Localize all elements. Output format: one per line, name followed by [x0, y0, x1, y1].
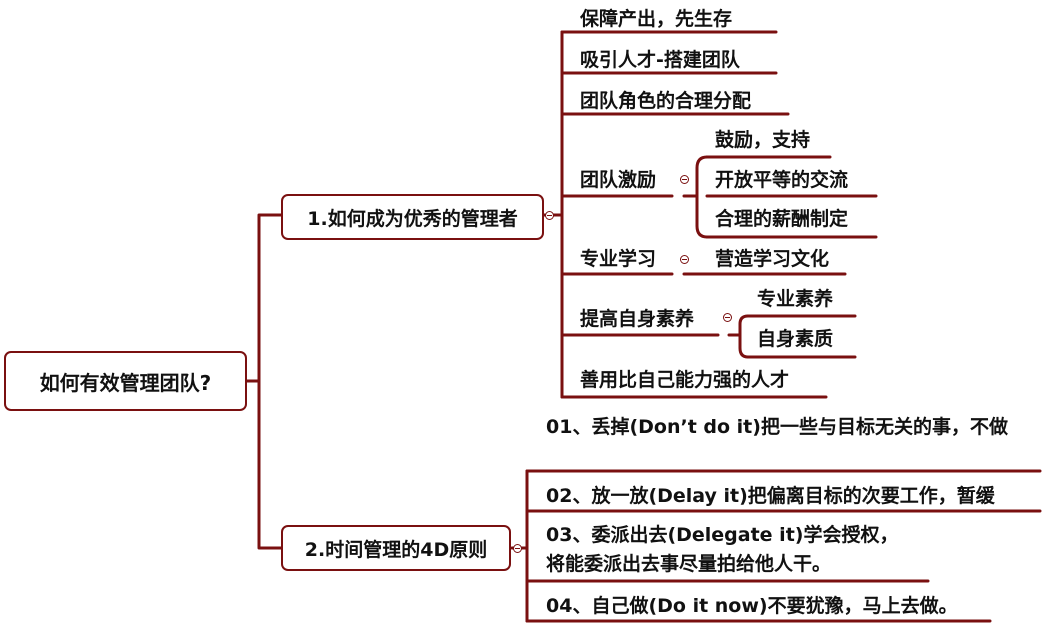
topic-capable-talent[interactable]: 善用比自己能力强的人才	[580, 369, 790, 391]
collapse-toggle-icon[interactable]	[545, 211, 554, 220]
topic-open-communication[interactable]: 开放平等的交流	[715, 169, 849, 191]
collapse-toggle-icon[interactable]	[723, 313, 732, 322]
branch-topic-time-management[interactable]: 2.时间管理的4D原则	[281, 525, 511, 571]
topic-self-improvement[interactable]: 提高自身素养	[580, 308, 695, 330]
branch1-underlines	[560, 30, 828, 399]
topic-do-it-now[interactable]: 04、自己做(Do it now)不要犹豫，马上去做。	[546, 595, 958, 617]
branch-topic-manager[interactable]: 1.如何成为优秀的管理者	[281, 194, 544, 240]
branch2-underlines	[525, 469, 1042, 623]
topic-drop-it[interactable]: 01、丢掉(Don’t do it)把一些与目标无关的事，不做	[546, 416, 1008, 438]
topic-encourage[interactable]: 鼓励，支持	[715, 129, 811, 151]
self-quality-underlines	[746, 314, 857, 359]
trunk-connector	[244, 213, 284, 550]
topic-salary[interactable]: 合理的薪酬制定	[715, 208, 849, 230]
root-topic[interactable]: 如何有效管理团队?	[4, 351, 247, 411]
collapse-toggle-icon[interactable]	[680, 175, 689, 184]
topic-team-roles[interactable]: 团队角色的合理分配	[580, 90, 752, 112]
self-quality-bracket	[727, 314, 750, 359]
topic-professional-quality[interactable]: 专业素养	[757, 288, 834, 310]
branch-topic-time-label: 2.时间管理的4D原则	[304, 538, 488, 561]
collapse-toggle-icon[interactable]	[680, 255, 689, 264]
branch-topic-manager-label: 1.如何成为优秀的管理者	[307, 207, 518, 230]
team-incentive-underlines	[705, 155, 878, 239]
topic-professional-study[interactable]: 专业学习	[580, 248, 657, 270]
topic-personal-quality[interactable]: 自身素质	[757, 328, 834, 350]
topic-team-incentive[interactable]: 团队激励	[580, 169, 657, 191]
topic-ensure-output[interactable]: 保障产出，先生存	[580, 8, 733, 30]
topic-learning-culture[interactable]: 营造学习文化	[715, 248, 830, 270]
collapse-toggle-icon[interactable]	[513, 544, 522, 553]
topic-delegate-it[interactable]: 03、委派出去(Delegate it)学会授权，将能委派出去事尽量拍给他人干。	[546, 524, 899, 575]
topic-delay-it[interactable]: 02、放一放(Delay it)把偏离目标的次要工作，暂缓	[546, 485, 995, 507]
topic-attract-talent[interactable]: 吸引人才-搭建团队	[580, 49, 740, 71]
team-incentive-bracket	[682, 155, 709, 239]
root-topic-label: 如何有效管理团队?	[39, 370, 212, 395]
